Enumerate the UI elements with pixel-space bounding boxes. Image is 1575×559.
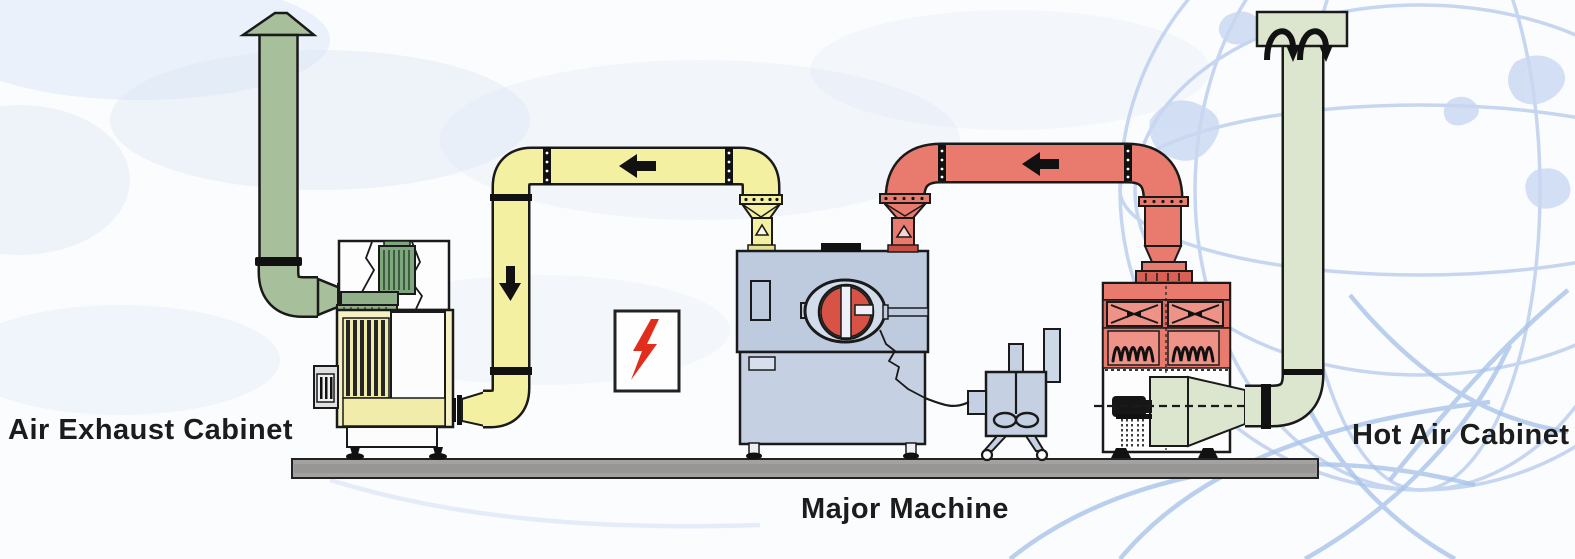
- porthole-arm: [882, 304, 929, 320]
- air-intake-arrows-icon: [1264, 28, 1333, 62]
- background-continents: [1149, 11, 1571, 209]
- yellow-duct-transition: [739, 194, 783, 253]
- bolted-joint: [725, 147, 733, 185]
- dust-drawer: [346, 426, 438, 448]
- cutaway-line: [879, 329, 926, 399]
- stack-flange: [255, 257, 302, 266]
- label-hot-air-cabinet: Hot Air Cabinet: [1352, 419, 1570, 451]
- hot-cabinet-legs: [1111, 448, 1218, 458]
- spray-hose: [924, 396, 970, 408]
- duct-flange: [490, 194, 532, 201]
- flow-arrow-left-icon: [619, 154, 656, 178]
- yellow-duct-body: [483, 149, 778, 426]
- machine-side-slot: [750, 280, 771, 321]
- duct-flange: [490, 367, 532, 375]
- flow-arrow-left-icon: [1022, 152, 1059, 176]
- cabinet-side-box: [313, 365, 339, 409]
- red-duct-cabinet-transition: [1135, 196, 1193, 284]
- label-major-machine: Major Machine: [801, 493, 1009, 525]
- red-duct: [879, 142, 1193, 284]
- red-duct-machine-transition: [879, 193, 931, 253]
- flow-arrow-down-icon: [499, 266, 521, 301]
- cabinet-legs: [346, 447, 447, 460]
- air-filter-box: [1106, 301, 1163, 327]
- label-air-exhaust-cabinet: Air Exhaust Cabinet: [8, 414, 294, 446]
- duct-seam: [1283, 369, 1323, 375]
- mixing-tank: [924, 328, 1061, 462]
- air-intake-duct: [1245, 10, 1349, 429]
- porthole-window: [800, 278, 887, 344]
- tank-side-box: [967, 390, 987, 415]
- yellow-duct: [483, 146, 783, 429]
- heating-coils: [1107, 330, 1220, 366]
- bolted-joint: [1124, 145, 1132, 181]
- bolted-joint: [938, 145, 946, 181]
- machine-top-slot: [821, 243, 861, 252]
- hot-air-cabinet: [1094, 281, 1246, 458]
- exhaust-stack-pipe: [258, 33, 299, 265]
- yellow-inlet-flanges: [452, 395, 462, 425]
- air-filter-box: [1167, 301, 1224, 327]
- exhaust-stack-elbow: [260, 260, 318, 316]
- exhaust-stack: [238, 11, 347, 318]
- valve-symbol: [754, 223, 770, 236]
- machine-legs: [746, 442, 919, 460]
- machine-small-panel: [748, 356, 776, 371]
- floor-base: [291, 458, 1319, 479]
- tank-wheels: [980, 448, 1049, 462]
- filter-cartridges: [342, 317, 390, 399]
- fan-housing: [1149, 375, 1246, 448]
- lightning-bolt-icon: [631, 319, 659, 380]
- electrical-hazard-sign: [613, 309, 681, 393]
- stirrer-paddles: [992, 411, 1040, 429]
- bolted-joint: [543, 147, 551, 185]
- duct-flange: [1261, 384, 1271, 429]
- tank-back-panel: [1043, 328, 1061, 383]
- tank-legs: [981, 435, 1046, 452]
- yellow-inlet-cone: [461, 390, 486, 428]
- valve-symbol: [895, 224, 913, 238]
- intake-duct-body: [1245, 45, 1322, 425]
- cabinet-lower-band: [342, 397, 446, 427]
- major-machine: [735, 243, 930, 460]
- hot-cabinet-top-band: [1102, 282, 1231, 301]
- stirrer-shaft-top: [1008, 343, 1024, 374]
